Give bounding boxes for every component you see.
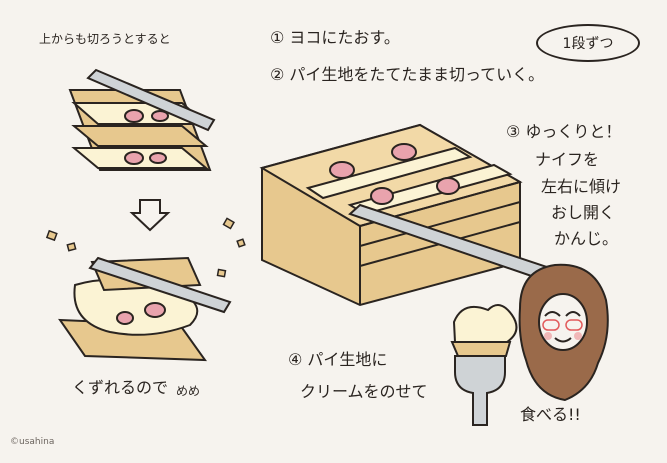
fork-with-dessert xyxy=(450,304,518,426)
badge-one-step: 1段ずつ xyxy=(536,24,640,62)
copyright: ©usahina xyxy=(10,437,55,447)
label-top-left: 上からも切ろうとすると xyxy=(39,32,171,46)
top-left-knife xyxy=(86,68,216,132)
step-2: ② パイ生地をたてたまま切っていく。 xyxy=(270,65,545,84)
crumbs xyxy=(45,217,246,278)
step-3-line2: ナイフを xyxy=(535,150,600,169)
woman-portrait xyxy=(518,263,609,402)
step-3-line4: おし開く xyxy=(551,203,616,222)
step-3-line5: かんじ。 xyxy=(554,229,619,248)
label-bottom-left-face: めめ xyxy=(176,384,201,398)
label-bottom-left: くずれるので xyxy=(72,378,169,397)
label-eat: 食べる!! xyxy=(520,405,581,424)
badge-text: 1段ずつ xyxy=(562,36,614,52)
step-4-line2: クリームをのせて xyxy=(300,382,428,401)
step-3-line1: ③ ゆっくりと！ xyxy=(506,122,622,141)
step-4-line1: ④ パイ生地に xyxy=(288,350,388,369)
step-1: ① ヨコにたおす。 xyxy=(270,28,400,47)
step-3-line3: 左右に傾け xyxy=(541,177,622,196)
down-arrow-icon xyxy=(129,199,171,232)
top-left-cake xyxy=(68,89,212,171)
bottom-left-knife xyxy=(88,256,232,314)
